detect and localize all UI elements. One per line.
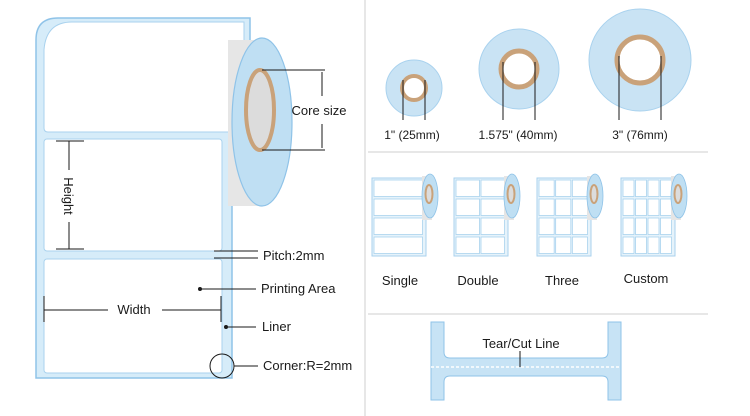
mini-label bbox=[538, 236, 555, 254]
mini-label bbox=[373, 236, 423, 254]
mini-label bbox=[635, 236, 647, 254]
layout-double-roll bbox=[453, 173, 521, 257]
mini-label bbox=[647, 217, 660, 235]
mini-label bbox=[571, 217, 588, 235]
mini-label bbox=[555, 236, 572, 254]
mini-label bbox=[571, 198, 588, 216]
core-size-label: Core size bbox=[292, 103, 347, 118]
main-roll-illustration: Core size Height Pitch:2mm Printing Area… bbox=[35, 17, 352, 379]
mini-label bbox=[455, 236, 480, 254]
layout-single-label: Single bbox=[382, 273, 418, 288]
layout-options-row bbox=[371, 173, 688, 257]
mini-label bbox=[660, 179, 672, 197]
mini-label bbox=[635, 179, 647, 197]
mini-label bbox=[555, 179, 572, 197]
tear-liner bbox=[430, 321, 622, 401]
tear-line-label: Tear/Cut Line bbox=[482, 336, 559, 351]
roll-top-label bbox=[43, 21, 245, 133]
mini-label bbox=[480, 179, 505, 197]
layout-single-roll bbox=[371, 173, 439, 257]
core-sizes-row: 1" (25mm) 1.575" (40mm) 3" (76mm) bbox=[384, 8, 692, 142]
tear-line-illustration: Tear/Cut Line bbox=[430, 321, 622, 401]
core-size-small-label: 1" (25mm) bbox=[384, 128, 440, 142]
mini-label bbox=[647, 198, 660, 216]
mini-label bbox=[480, 198, 505, 216]
mini-label bbox=[373, 179, 423, 197]
mini-label bbox=[455, 198, 480, 216]
width-label: Width bbox=[117, 302, 150, 317]
mini-label bbox=[571, 179, 588, 197]
mini-label bbox=[635, 198, 647, 216]
mini-label bbox=[622, 236, 635, 254]
core-ring bbox=[244, 68, 276, 152]
printing-area-label: Printing Area bbox=[261, 281, 336, 296]
layout-custom-roll bbox=[620, 173, 688, 257]
mini-label bbox=[555, 198, 572, 216]
core-size-medium-label: 1.575" (40mm) bbox=[479, 128, 558, 142]
mini-label bbox=[373, 198, 423, 216]
mini-label bbox=[571, 236, 588, 254]
mini-label bbox=[622, 217, 635, 235]
pitch-label: Pitch:2mm bbox=[263, 248, 324, 263]
layout-custom-label: Custom bbox=[624, 271, 669, 286]
mini-label bbox=[647, 236, 660, 254]
mini-label bbox=[647, 179, 660, 197]
mini-label bbox=[373, 217, 423, 235]
mini-label bbox=[455, 179, 480, 197]
mini-label bbox=[660, 236, 672, 254]
mini-label bbox=[660, 198, 672, 216]
mini-label bbox=[480, 217, 505, 235]
mini-label bbox=[480, 236, 505, 254]
label-middle bbox=[43, 138, 223, 252]
mini-label bbox=[538, 179, 555, 197]
corner-label: Corner:R=2mm bbox=[263, 358, 352, 373]
mini-label bbox=[538, 217, 555, 235]
mini-label bbox=[538, 198, 555, 216]
layout-double-label: Double bbox=[457, 273, 498, 288]
height-label: Height bbox=[61, 177, 76, 215]
mini-label bbox=[635, 217, 647, 235]
mini-label bbox=[660, 217, 672, 235]
mini-label bbox=[555, 217, 572, 235]
mini-label bbox=[622, 179, 635, 197]
layout-three-roll bbox=[536, 173, 604, 257]
liner-label: Liner bbox=[262, 319, 292, 334]
layout-three-label: Three bbox=[545, 273, 579, 288]
mini-label bbox=[455, 217, 480, 235]
core-size-large-label: 3" (76mm) bbox=[612, 128, 668, 142]
mini-label bbox=[622, 198, 635, 216]
